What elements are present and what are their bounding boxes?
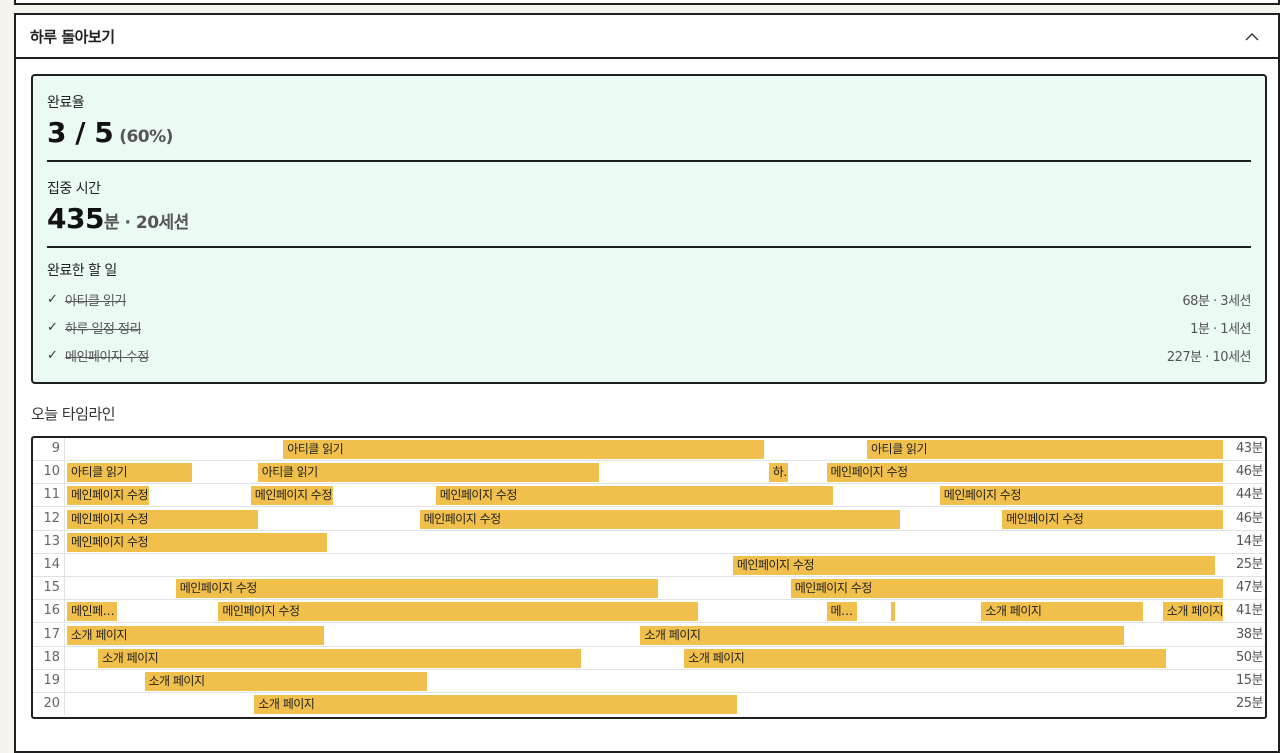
completion-label: 완료율	[47, 95, 85, 111]
timeline-row: 20 소개 페이지 25분	[33, 693, 1265, 716]
timeline-session-bar[interactable]: 소개 페이지	[640, 626, 1124, 645]
done-item-name: 아티클 읽기	[65, 293, 126, 309]
timeline-hour-total: 14분	[1235, 534, 1264, 549]
timeline-hour-label: 18	[33, 647, 65, 669]
timeline-session-bar[interactable]: 메인페이지 수정	[732, 556, 1215, 575]
timeline-session-bar[interactable]: 소개 페이지	[254, 695, 738, 714]
timeline-session-bar[interactable]: 메인페이지 수정	[67, 602, 117, 621]
timeline-hour-label: 17	[33, 624, 65, 646]
done-item-meta: 68분 · 3세션	[1182, 293, 1251, 309]
timeline-session-bar[interactable]: 메인페이지 수정	[826, 463, 1223, 482]
timeline-row: 18 소개 페이지 소개 페이지 50분	[33, 647, 1265, 670]
day-review-panel: 하루 돌아보기 완료율 3 / 5 (60%) 집중 시간 435 분 · 20…	[14, 13, 1280, 753]
focus-detail: 분 · 20세션	[103, 213, 189, 233]
panel-header[interactable]: 하루 돌아보기	[16, 15, 1278, 59]
summary-card: 완료율 3 / 5 (60%) 집중 시간 435 분 · 20세션 완료한 할…	[31, 74, 1267, 384]
done-item-meta: 227분 · 10세션	[1166, 349, 1252, 365]
timeline-session-bar[interactable]: 메인페이지 수정	[790, 579, 1223, 598]
timeline-row: 19 소개 페이지 15분	[33, 670, 1265, 693]
done-label: 완료한 할 일	[47, 263, 117, 279]
timeline-hour-label: 9	[33, 438, 65, 460]
timeline-hour-label: 16	[33, 600, 65, 622]
timeline-hour-label: 13	[33, 531, 65, 553]
timeline-hour-total: 25분	[1235, 696, 1264, 711]
timeline-session-bar[interactable]	[891, 602, 896, 621]
timeline-session-bar[interactable]: 메인페이지 수정	[250, 486, 333, 505]
timeline-hour-total: 47분	[1235, 580, 1264, 595]
timeline-session-bar[interactable]: 소개 페이지	[981, 602, 1144, 621]
timeline-session-bar[interactable]: 메인페이지 수정	[67, 486, 150, 505]
timeline-hour-total: 25분	[1235, 557, 1264, 572]
completion-value: 3 / 5	[47, 116, 114, 149]
timeline-hour-label: 14	[33, 554, 65, 576]
timeline-hour-total: 46분	[1235, 511, 1264, 526]
timeline-session-bar[interactable]: 메인페이지 수정	[939, 486, 1223, 505]
chevron-up-icon[interactable]	[1240, 24, 1264, 48]
timeline-hour-total: 43분	[1235, 441, 1264, 456]
timeline-row: 15 메인페이지 수정 메인페이지 수정 47분	[33, 577, 1265, 600]
timeline-session-bar[interactable]: 하루 일정 정리	[768, 463, 789, 482]
completion-percent: (60%)	[119, 127, 173, 147]
timeline-hour-total: 38분	[1235, 627, 1264, 642]
timeline-session-bar[interactable]: 소개 페이지	[144, 672, 427, 691]
timeline-session-bar[interactable]: 소개 페이지	[98, 649, 582, 668]
check-icon: ✓	[47, 347, 58, 363]
timeline-session-bar[interactable]: 아티클 읽기	[257, 463, 599, 482]
timeline-row: 14 메인페이지 수정 25분	[33, 554, 1265, 577]
timeline-session-bar[interactable]: 소개 페이지	[684, 649, 1167, 668]
focus-label: 집중 시간	[47, 181, 101, 197]
timeline-session-bar[interactable]: 아티클 읽기	[867, 440, 1223, 459]
check-icon: ✓	[47, 319, 58, 335]
done-list: ✓ 아티클 읽기 68분 · 3세션 ✓ 하루 일정 정리 1분 · 1세션 ✓	[47, 285, 1252, 369]
timeline-session-bar[interactable]: 메인페이지 수정	[67, 510, 258, 529]
done-item-name: 메인페이지 수정	[65, 349, 149, 365]
check-icon: ✓	[47, 291, 58, 307]
done-item-name: 하루 일정 정리	[65, 321, 142, 337]
timeline-session-bar[interactable]: 소개 페이지	[67, 626, 324, 645]
completion-stat: 완료율 3 / 5 (60%)	[47, 76, 1251, 162]
timeline-session-bar[interactable]: 아티클 읽기	[283, 440, 765, 459]
timeline-hour-label: 10	[33, 461, 65, 483]
timeline-hour-total: 41분	[1235, 603, 1264, 618]
timeline-session-bar[interactable]: 소개 페이지	[1162, 602, 1223, 621]
timeline-hour-label: 11	[33, 484, 65, 506]
done-item: ✓ 아티클 읽기 68분 · 3세션	[47, 285, 1251, 313]
timeline-session-bar[interactable]: 메인페이지 수정	[435, 486, 834, 505]
timeline-hour-label: 20	[33, 693, 65, 715]
previous-card-edge	[0, 0, 1280, 8]
timeline-hour-label: 15	[33, 577, 65, 599]
focus-minutes: 435	[47, 202, 104, 235]
previous-card-bottom	[14, 0, 1280, 5]
timeline-session-bar[interactable]: 메인페이지 수정	[1002, 510, 1223, 529]
timeline-hour-label: 19	[33, 670, 65, 692]
timeline-session-bar[interactable]: 아티클 읽기	[67, 463, 192, 482]
timeline-session-bar[interactable]: 메인페이지 수정	[826, 602, 857, 621]
timeline-title: 오늘 타임라인	[31, 405, 116, 423]
focus-stat: 집중 시간 435 분 · 20세션	[47, 162, 1251, 248]
done-item: ✓ 하루 일정 정리 1분 · 1세션	[47, 313, 1251, 341]
timeline-session-bar[interactable]: 메인페이지 수정	[218, 602, 699, 621]
timeline-hour-total: 46분	[1235, 464, 1264, 479]
timeline-row: 9 아티클 읽기 아티클 읽기 43분	[33, 438, 1265, 461]
done-item: ✓ 메인페이지 수정 227분 · 10세션	[47, 341, 1252, 369]
timeline-session-bar[interactable]: 메인페이지 수정	[175, 579, 658, 598]
timeline-session-bar[interactable]: 메인페이지 수정	[67, 533, 328, 552]
done-item-meta: 1분 · 1세션	[1190, 321, 1251, 337]
timeline-hour-label: 12	[33, 508, 65, 530]
timeline-hour-total: 50분	[1235, 650, 1264, 665]
timeline-session-bar[interactable]: 메인페이지 수정	[419, 510, 901, 529]
panel-title: 하루 돌아보기	[30, 27, 115, 46]
done-section: 완료한 할 일 ✓ 아티클 읽기 68분 · 3세션 ✓ 하루 일정 정리 1분…	[47, 248, 1252, 369]
timeline-hour-total: 15분	[1235, 673, 1264, 688]
timeline-hour-total: 44분	[1235, 487, 1264, 502]
